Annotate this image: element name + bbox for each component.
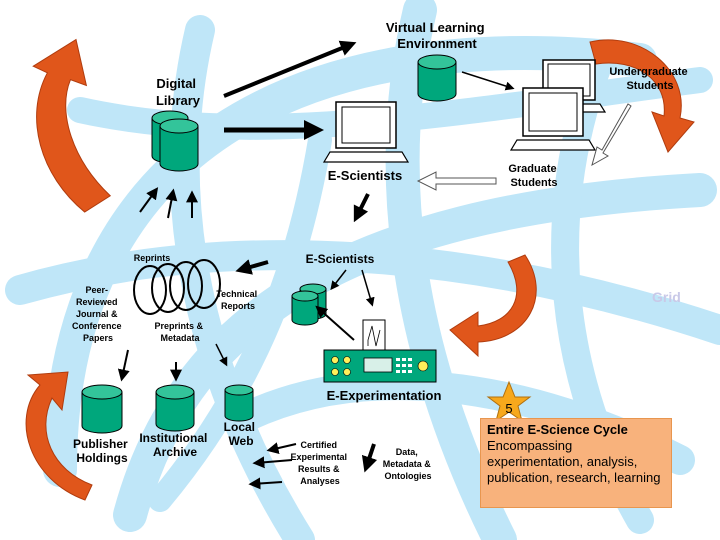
arrow-results-to-publisher xyxy=(248,477,283,490)
data-metadata-line-1: Data, xyxy=(396,447,418,457)
digital-library-line-2: Library xyxy=(156,93,201,108)
virtual-learning-environment-label: Virtual Learning Environment xyxy=(386,20,488,51)
peer-reviewed-line-2: Reviewed xyxy=(76,297,118,307)
cycle-arrow-top-right xyxy=(589,39,695,153)
grid-label: Grid xyxy=(652,289,681,305)
data-metadata-line-3: Ontologies xyxy=(385,471,432,481)
info-box-title: Entire E-Science Cycle xyxy=(487,422,628,437)
info-box: Entire E-Science Cycle Encompassing expe… xyxy=(480,418,672,508)
certified-results-label: Certified Experimental Results & Analyse… xyxy=(290,440,349,486)
star-badge-icon: 5 xyxy=(486,380,532,423)
publisher-holdings-label: Publisher Holdings xyxy=(73,437,131,465)
institutional-archive-line-1: Institutional xyxy=(139,431,207,445)
digital-library-cylinders-icon xyxy=(151,110,199,172)
graduate-students-line-1: Graduate xyxy=(508,163,556,175)
local-web-cylinder-icon xyxy=(224,384,254,422)
publisher-holdings-line-2: Holdings xyxy=(76,451,128,465)
data-metadata-label: Data, Metadata & Ontologies xyxy=(383,447,434,481)
arrow-vle-to-graduate xyxy=(461,71,515,91)
local-web-line-1: Local xyxy=(224,420,255,434)
peer-reviewed-label: Peer- Reviewed Journal & Conference Pape… xyxy=(72,285,124,343)
virtual-learning-environment-line-2: Environment xyxy=(397,36,477,51)
publisher-holdings-cylinder-icon xyxy=(81,384,123,434)
arrow-graduate-to-escientists xyxy=(416,171,497,191)
arrow-label-to-cylinders xyxy=(330,269,347,291)
preprints-metadata-line-1: Preprints & xyxy=(154,321,203,331)
e-experimentation-label: E-Experimentation xyxy=(327,388,442,403)
arrow-results-to-archive xyxy=(252,456,293,469)
technical-reports-line-2: Reports xyxy=(221,301,255,311)
peer-reviewed-line-3: Journal & xyxy=(76,309,118,319)
arrow-spiral-to-publisher xyxy=(117,349,130,382)
badge-number: 5 xyxy=(505,401,512,416)
arrow-escientists-mid-to-spiral xyxy=(235,259,269,275)
graduate-computer-icon xyxy=(509,87,597,151)
arrow-library-to-vle xyxy=(223,40,357,98)
graduate-students-line-2: Students xyxy=(510,177,557,189)
e-experimentation-instrument-icon xyxy=(323,319,437,383)
preprints-metadata-line-2: Metadata xyxy=(160,333,200,343)
peer-reviewed-line-5: Papers xyxy=(83,333,113,343)
publisher-holdings-line-1: Publisher xyxy=(73,437,128,451)
peer-reviewed-line-4: Conference xyxy=(72,321,122,331)
preprints-metadata-label: Preprints & Metadata xyxy=(154,321,205,343)
certified-results-line-1: Certified xyxy=(300,440,337,450)
info-box-description: Encompassing experimentation, analysis, … xyxy=(487,438,661,485)
certified-results-line-4: Analyses xyxy=(300,476,340,486)
e-scientists-middle-label: E-Scientists xyxy=(306,252,375,266)
arrow-results-to-localweb xyxy=(266,442,297,454)
arrow-instrument-to-cylinders xyxy=(315,305,355,341)
undergraduate-students-label: Undergraduate Students xyxy=(609,66,690,92)
cycle-arrow-middle xyxy=(449,254,537,358)
peer-reviewed-line-1: Peer- xyxy=(85,285,108,295)
e-scientists-computer-icon xyxy=(322,101,410,163)
undergraduate-students-line-2: Students xyxy=(626,80,673,92)
arrow-spiral-to-library-2 xyxy=(165,188,178,219)
institutional-archive-label: Institutional Archive xyxy=(139,431,210,459)
institutional-archive-cylinder-icon xyxy=(155,384,195,432)
arrow-undergraduate-to-graduate xyxy=(591,103,632,167)
certified-results-line-3: Results & xyxy=(298,464,340,474)
virtual-learning-cylinder-icon xyxy=(417,54,457,102)
cycle-arrow-bottom-left xyxy=(25,371,93,501)
arrow-spiral-to-localweb xyxy=(215,343,228,367)
technical-reports-label: Technical Reports xyxy=(216,289,259,311)
arrow-label-to-instrument xyxy=(361,269,375,307)
local-web-line-2: Web xyxy=(228,434,253,448)
arrow-escientists-down xyxy=(353,193,370,223)
digital-library-line-1: Digital xyxy=(156,76,196,91)
reprints-label: Reprints xyxy=(134,253,171,263)
local-web-label: Local Web xyxy=(224,420,259,448)
virtual-learning-environment-line-1: Virtual Learning xyxy=(386,20,485,35)
arrow-spiral-to-library-1 xyxy=(139,187,159,213)
cycle-arrow-top-left xyxy=(32,38,112,213)
institutional-archive-line-2: Archive xyxy=(153,445,197,459)
e-scientists-top-label: E-Scientists xyxy=(328,168,402,183)
certified-results-line-2: Experimental xyxy=(290,452,347,462)
digital-library-label: Digital Library xyxy=(156,76,201,108)
technical-reports-line-1: Technical xyxy=(216,289,257,299)
undergraduate-students-line-1: Undergraduate xyxy=(609,66,687,78)
data-metadata-line-2: Metadata & xyxy=(383,459,432,469)
flow-arrows xyxy=(117,40,515,490)
graduate-students-label: Graduate Students xyxy=(508,163,559,189)
publication-spiral-icon xyxy=(133,259,221,315)
arrow-down-to-results xyxy=(361,443,378,473)
